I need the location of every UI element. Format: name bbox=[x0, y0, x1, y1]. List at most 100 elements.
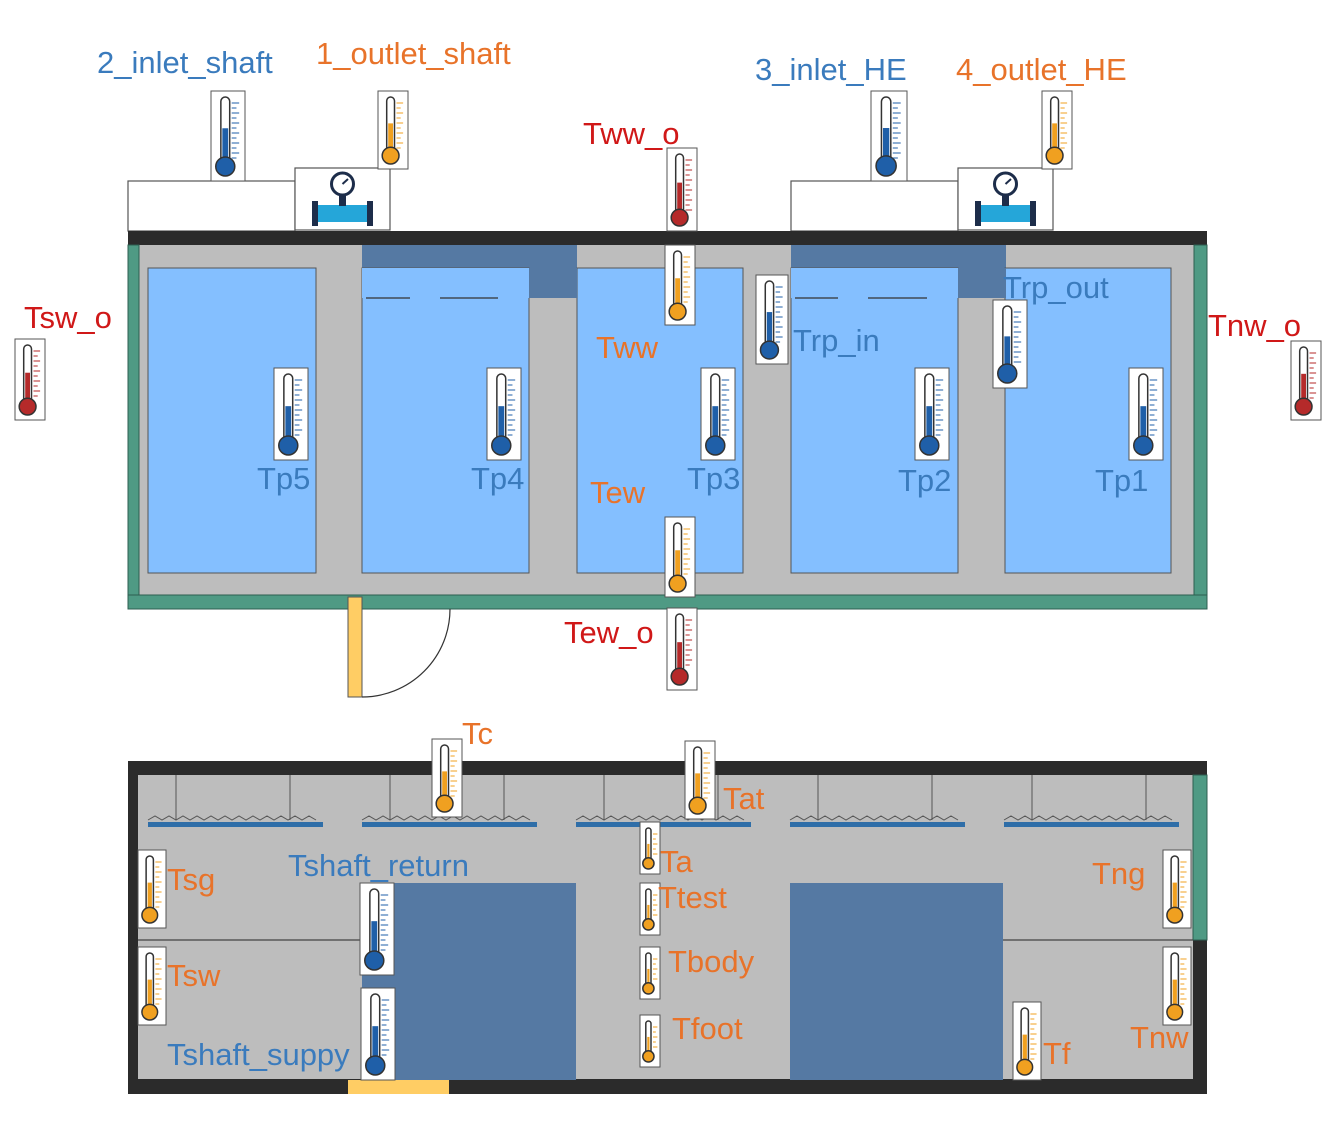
tat-thermometer-icon bbox=[684, 740, 716, 820]
tnw-o-thermometer-icon bbox=[1290, 340, 1322, 421]
thermometer-fill bbox=[1172, 882, 1177, 916]
tp3-label: Tp3 bbox=[687, 461, 741, 496]
tww-thermometer-icon bbox=[664, 244, 696, 326]
tp1-thermometer-icon bbox=[1128, 367, 1164, 461]
thermometer-bulb bbox=[668, 574, 687, 593]
thermometer-fill bbox=[222, 128, 229, 167]
inlet_he-label: 3_inlet_HE bbox=[755, 52, 907, 87]
pump-flange bbox=[1030, 201, 1036, 226]
tsg-thermometer-icon bbox=[137, 849, 167, 929]
thermometer-bulb bbox=[215, 156, 236, 177]
ceiling-panel-bar bbox=[1004, 822, 1179, 827]
tnw-thermometer-icon bbox=[1162, 946, 1192, 1026]
pump-flange bbox=[312, 201, 318, 226]
ttest-thermometer-icon bbox=[639, 882, 661, 936]
thermometer-bulb bbox=[642, 918, 655, 931]
pipe-connection-box bbox=[127, 180, 296, 232]
tc-thermometer-icon bbox=[431, 738, 463, 818]
tsw-thermometer-icon bbox=[137, 946, 167, 1026]
thermometer-fill bbox=[388, 123, 393, 156]
thermometer-fill bbox=[1052, 123, 1057, 156]
tng-thermometer-icon bbox=[1162, 849, 1192, 929]
tshaft-return-label: Tshaft_return bbox=[288, 848, 469, 883]
bottom-wall-west bbox=[128, 775, 138, 1079]
thermometer-fill bbox=[712, 406, 719, 446]
thermometer-bulb bbox=[1016, 1058, 1034, 1076]
tat-label: Tat bbox=[723, 781, 765, 816]
tp4-thermometer-icon bbox=[486, 367, 522, 461]
tnw-label: Tnw bbox=[1130, 1020, 1189, 1055]
bottom-wall-east-window bbox=[1192, 774, 1208, 941]
thermometer-bulb bbox=[141, 1003, 159, 1021]
tshaft-suppy-label: Tshaft_suppy bbox=[167, 1037, 350, 1072]
thermometer-bulb bbox=[18, 397, 37, 416]
ceiling-radiant-panel bbox=[789, 815, 959, 821]
thermometer-bulb bbox=[997, 363, 1018, 384]
thermometer-bulb bbox=[1294, 397, 1313, 416]
ceiling-radiant-panel bbox=[147, 815, 317, 821]
tp5-thermometer-icon bbox=[273, 367, 309, 461]
pump-stem bbox=[1002, 193, 1009, 206]
thermometer-bulb bbox=[705, 435, 726, 456]
duct-bend bbox=[529, 268, 577, 298]
thermometer-fill bbox=[285, 406, 292, 446]
tfoot-thermometer-icon bbox=[639, 1014, 661, 1068]
thermometer-fill bbox=[766, 312, 773, 351]
tshaft-suppy-thermometer-icon bbox=[360, 987, 396, 1081]
tp5-label: Tp5 bbox=[257, 461, 311, 496]
pump-shaft-icon bbox=[294, 167, 391, 231]
thermometer-fill bbox=[675, 550, 680, 584]
thermometer-bulb bbox=[491, 435, 512, 456]
outlet_shaft-label: 1_outlet_shaft bbox=[316, 36, 511, 71]
gauge-needle bbox=[1004, 178, 1012, 185]
thermometer-bulb bbox=[670, 667, 689, 686]
thermometer-bulb bbox=[688, 796, 707, 815]
ceiling-panel-bar bbox=[576, 822, 751, 827]
tew-thermometer-icon bbox=[664, 516, 696, 598]
thermometer-bulb bbox=[642, 1050, 655, 1063]
bottom-wall-north bbox=[128, 761, 1207, 775]
thermometer-fill bbox=[882, 128, 890, 166]
ceiling-radiant-panel bbox=[575, 815, 745, 821]
tsw-o-label: Tsw_o bbox=[24, 300, 112, 335]
thermometer-fill bbox=[675, 278, 680, 312]
thermometer-fill bbox=[1301, 373, 1306, 407]
thermometer-fill bbox=[695, 773, 700, 806]
tew-o-label: Tew_o bbox=[564, 615, 654, 650]
inlet_he-thermometer-icon bbox=[870, 90, 908, 182]
inlet_shaft-thermometer-icon bbox=[210, 90, 246, 182]
thermometer-bulb bbox=[435, 794, 454, 813]
trp-out-thermometer-icon bbox=[992, 299, 1028, 389]
thermometer-bulb bbox=[642, 982, 655, 995]
thermometer-bulb bbox=[141, 906, 159, 924]
tnw-o-label: Tnw_o bbox=[1208, 308, 1302, 343]
tww-o-thermometer-icon bbox=[666, 147, 698, 232]
door-swing-arc bbox=[361, 608, 451, 698]
thermometer-fill bbox=[1172, 979, 1177, 1013]
thermometer-bulb bbox=[919, 435, 940, 456]
thermometer-bulb bbox=[1133, 435, 1154, 456]
tf-label: Tf bbox=[1043, 1036, 1071, 1071]
thermometer-bulb bbox=[364, 950, 385, 971]
tbody-thermometer-icon bbox=[639, 946, 661, 1000]
thermometer-fill bbox=[147, 979, 152, 1013]
duct-bend bbox=[958, 268, 1006, 298]
thermometer-fill bbox=[498, 406, 505, 446]
tp4-label: Tp4 bbox=[471, 461, 525, 496]
tww-o-label: Tww_o bbox=[583, 116, 680, 151]
tbody-label: Tbody bbox=[668, 944, 755, 979]
thermometer-fill bbox=[647, 843, 650, 864]
pump-flange bbox=[367, 201, 373, 226]
ceiling-radiant-panel bbox=[361, 815, 531, 821]
pump-flange bbox=[975, 201, 981, 226]
trp-in-label: Trp_in bbox=[793, 323, 880, 358]
thermal-manikin-block bbox=[790, 883, 1003, 1080]
tp3-thermometer-icon bbox=[700, 367, 736, 461]
thermometer-bulb bbox=[642, 857, 655, 870]
ceiling-panel-bar bbox=[362, 822, 537, 827]
thermometer-bulb bbox=[1166, 1003, 1184, 1021]
thermometer-fill bbox=[147, 882, 152, 916]
tew-o-thermometer-icon bbox=[666, 607, 698, 691]
thermometer-fill bbox=[647, 1036, 650, 1057]
